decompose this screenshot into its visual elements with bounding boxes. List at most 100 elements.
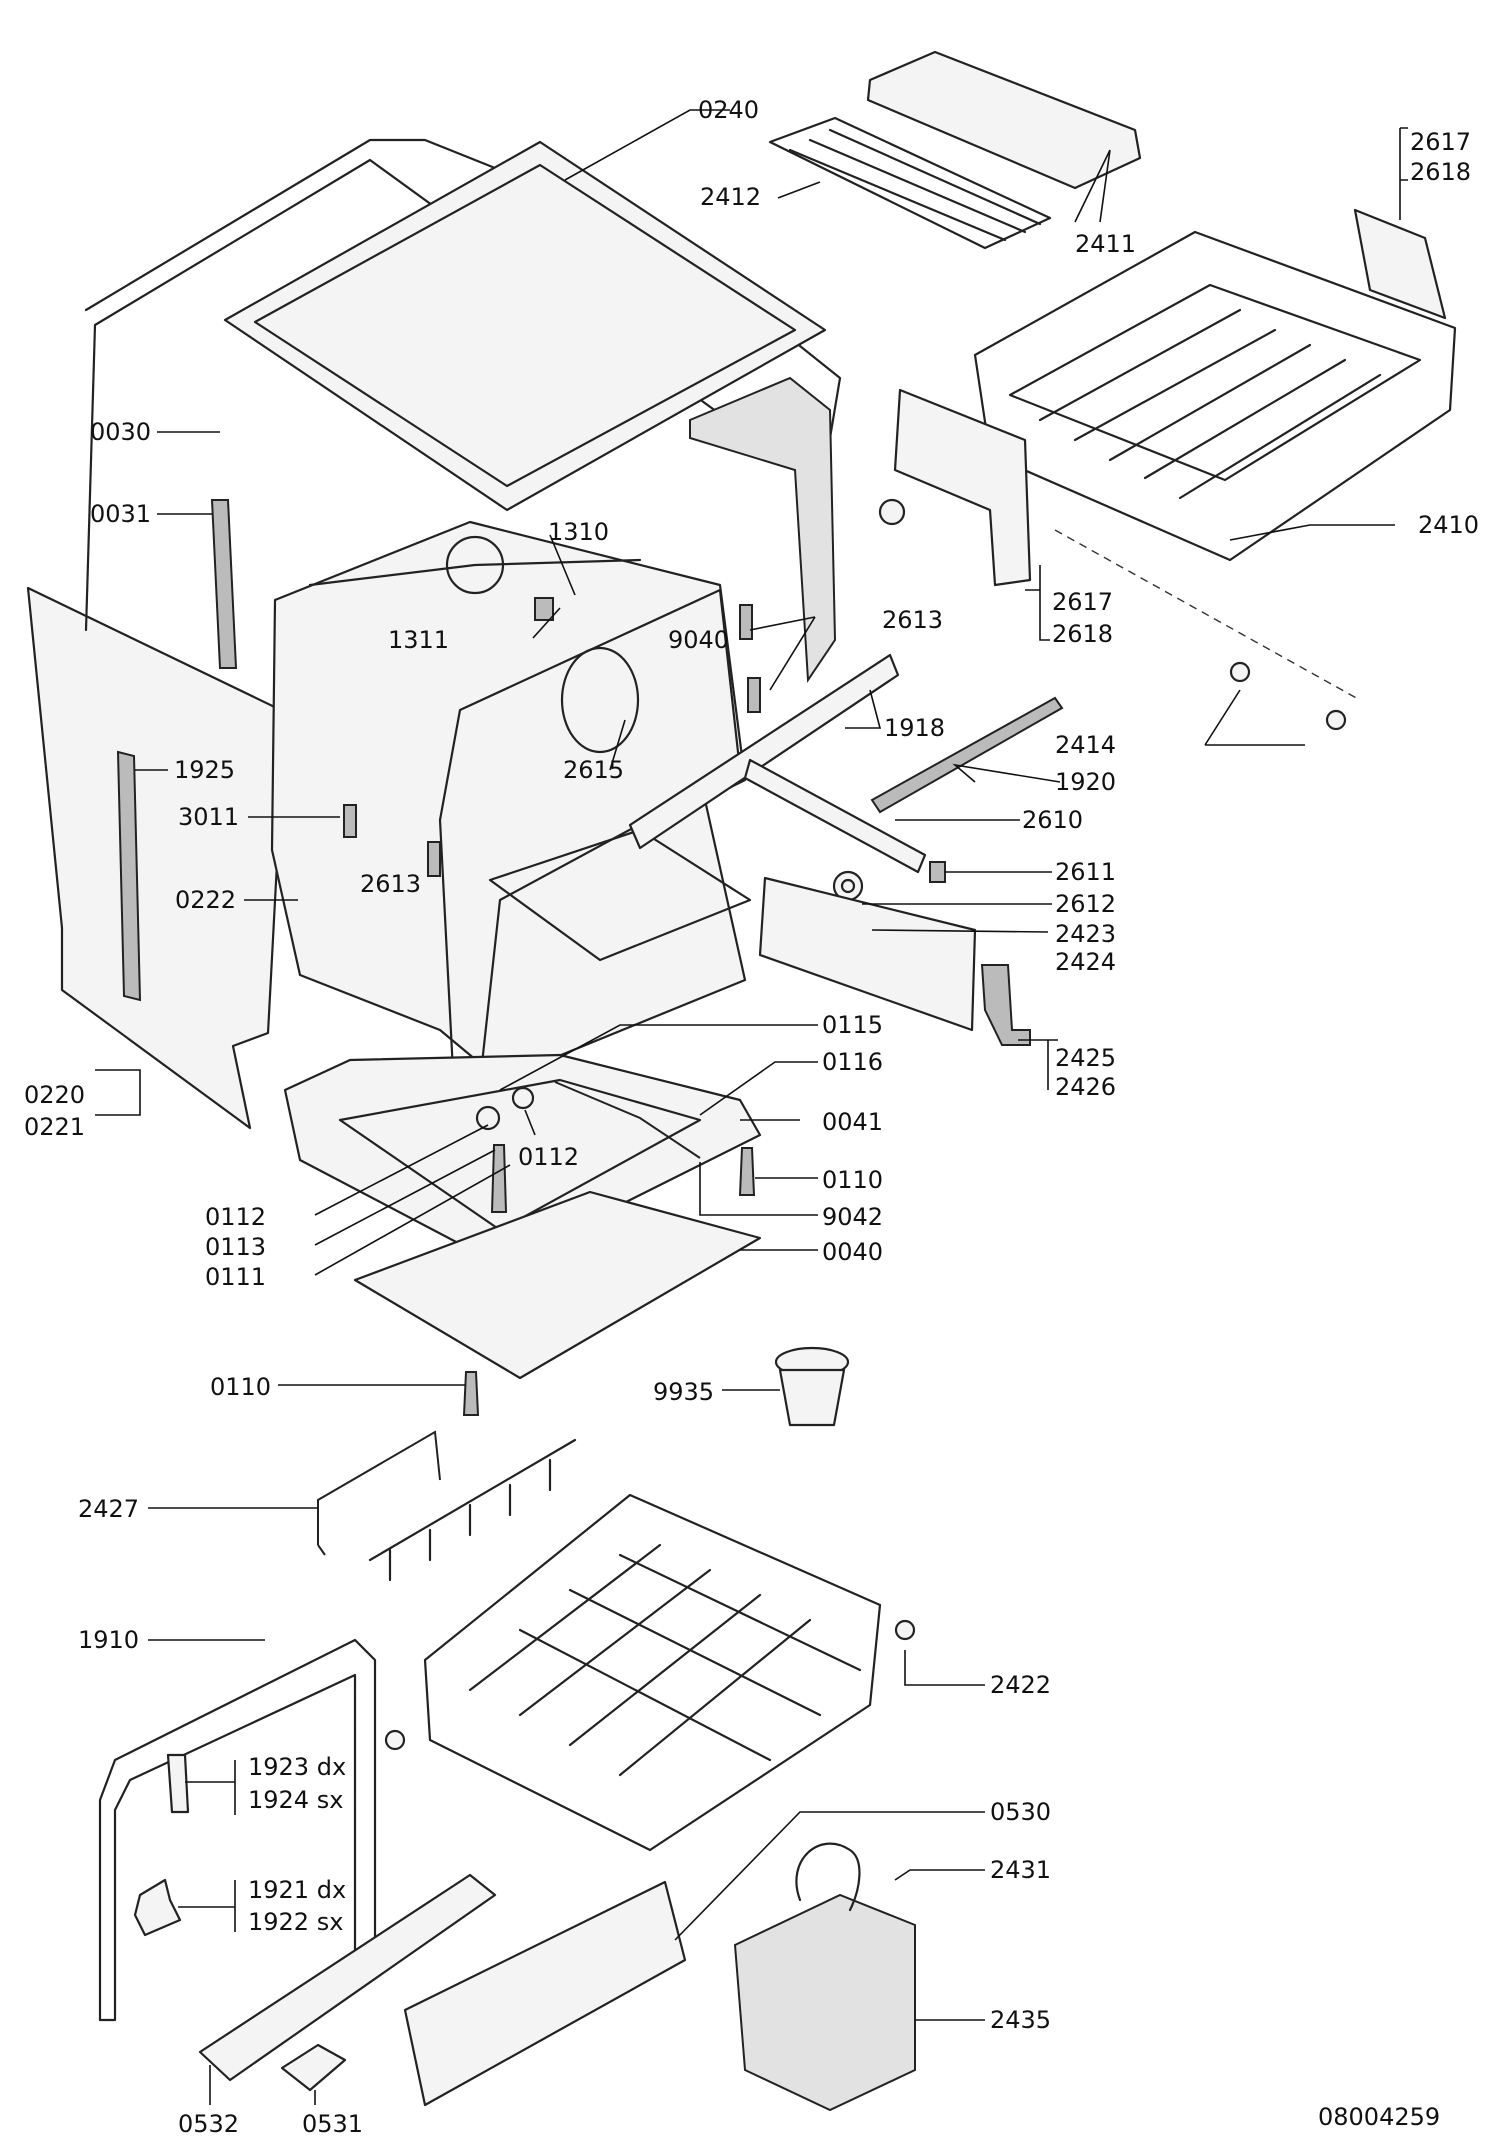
part-2610-rail bbox=[743, 758, 927, 874]
label-2414: 2414 bbox=[1055, 731, 1116, 759]
label-1923-dx: 1923 dx bbox=[248, 1753, 346, 1781]
label-2411: 2411 bbox=[1075, 230, 1136, 258]
label-9040: 9040 bbox=[668, 626, 729, 654]
label-0041: 0041 bbox=[822, 1108, 883, 1136]
label-0115: 0115 bbox=[822, 1011, 883, 1039]
part-0031-vertical-rail bbox=[210, 499, 238, 669]
label-2422: 2422 bbox=[990, 1671, 1051, 1699]
label-1921-dx: 1921 dx bbox=[248, 1876, 346, 1904]
label-1922-sx: 1922 sx bbox=[248, 1908, 343, 1936]
part-2422-basket-grid bbox=[468, 1543, 862, 1777]
label-2426: 2426 bbox=[1055, 1073, 1116, 1101]
part-1921-bracket bbox=[133, 1878, 182, 1937]
part-1918-rail bbox=[628, 653, 900, 850]
label-0110-right: 0110 bbox=[822, 1166, 883, 1194]
part-tub-floor bbox=[488, 828, 752, 962]
label-0110-left: 0110 bbox=[210, 1373, 271, 1401]
label-0530: 0530 bbox=[990, 1798, 1051, 1826]
part-2410-basket-inner bbox=[1008, 283, 1422, 482]
part-0112-nut-b bbox=[511, 1086, 535, 1110]
part-2422-wheel-b bbox=[384, 1729, 406, 1751]
part-0110-foot-b bbox=[462, 1371, 480, 1416]
label-1918: 1918 bbox=[884, 714, 945, 742]
label-0532: 0532 bbox=[178, 2110, 239, 2138]
part-2617-wheel bbox=[878, 498, 906, 526]
part-2611-clip bbox=[929, 861, 946, 883]
part-2617-basket-side-right bbox=[1353, 208, 1447, 320]
label-0030: 0030 bbox=[90, 418, 151, 446]
part-1910-door-seal bbox=[98, 1638, 377, 2022]
part-2414-axis bbox=[1054, 529, 1361, 701]
label-0040: 0040 bbox=[822, 1238, 883, 1266]
label-1910: 1910 bbox=[78, 1626, 139, 1654]
part-0532-rail bbox=[198, 1873, 497, 2082]
label-1310: 1310 bbox=[548, 518, 609, 546]
part-0113-screw bbox=[490, 1144, 508, 1213]
part-0112-nut bbox=[475, 1105, 501, 1131]
label-2412: 2412 bbox=[700, 183, 761, 211]
part-0040-base-plate bbox=[353, 1190, 762, 1380]
part-2435-cutlery-basket bbox=[733, 1893, 916, 2112]
part-2412-tray bbox=[768, 116, 1052, 250]
part-2422-wheel-a bbox=[894, 1619, 916, 1641]
label-2423: 2423 bbox=[1055, 920, 1116, 948]
part-2414-wheel-a bbox=[1229, 661, 1251, 683]
part-9935-salt-funnel-body bbox=[778, 1368, 846, 1427]
part-0240-worktop bbox=[223, 140, 827, 512]
part-1925-panel-strip bbox=[116, 750, 142, 1002]
label-2424: 2424 bbox=[1055, 948, 1116, 976]
drawing-number: 08004259 bbox=[1318, 2103, 1440, 2131]
label-9042: 9042 bbox=[822, 1203, 883, 1231]
part-2617-basket-side-left bbox=[893, 388, 1032, 587]
part-0030-housing-shell bbox=[84, 138, 842, 632]
part-2612-wheel-hub bbox=[840, 878, 856, 894]
label-2617-mid: 2617 bbox=[1052, 588, 1113, 616]
label-2618-mid: 2618 bbox=[1052, 620, 1113, 648]
part-1310-spray-arm bbox=[308, 558, 642, 587]
label-0240: 0240 bbox=[698, 96, 759, 124]
part-0240-worktop-inner bbox=[253, 163, 797, 488]
part-2410-basket-wires bbox=[1038, 308, 1382, 500]
label-0220: 0220 bbox=[24, 1081, 85, 1109]
label-0221: 0221 bbox=[24, 1113, 85, 1141]
part-2613-guide-b bbox=[747, 677, 761, 713]
part-2427-wire-insert bbox=[317, 1430, 441, 1556]
label-2612: 2612 bbox=[1055, 890, 1116, 918]
part-2423-kick-panel bbox=[758, 876, 977, 1032]
label-2610: 2610 bbox=[1022, 806, 1083, 834]
label-0116: 0116 bbox=[822, 1048, 883, 1076]
label-2613-left: 2613 bbox=[360, 870, 421, 898]
label-0112-center: 0112 bbox=[518, 1143, 579, 1171]
label-2613-right: 2613 bbox=[882, 606, 943, 634]
part-1920-strip bbox=[870, 696, 1064, 814]
part-0220-side-panel bbox=[26, 586, 287, 1130]
label-1925: 1925 bbox=[174, 756, 235, 784]
part-insulation-back bbox=[689, 376, 837, 683]
label-0112-left: 0112 bbox=[205, 1203, 266, 1231]
label-2435: 2435 bbox=[990, 2006, 1051, 2034]
label-0031: 0031 bbox=[90, 500, 151, 528]
part-0531-cover bbox=[280, 2043, 347, 2092]
part-2613-guide-a bbox=[739, 604, 753, 640]
part-tub-front-frame bbox=[438, 588, 742, 1112]
label-2427: 2427 bbox=[78, 1495, 139, 1523]
label-1920: 1920 bbox=[1055, 768, 1116, 796]
label-0113: 0113 bbox=[205, 1233, 266, 1261]
part-3011-guide bbox=[343, 804, 357, 838]
label-2410: 2410 bbox=[1418, 511, 1479, 539]
part-2422-lower-basket bbox=[423, 1493, 882, 1852]
label-0222: 0222 bbox=[175, 886, 236, 914]
part-2411-rack bbox=[866, 50, 1142, 190]
part-2431-basket-handle bbox=[795, 1842, 861, 1912]
label-2615: 2615 bbox=[563, 756, 624, 784]
label-3011: 3011 bbox=[178, 803, 239, 831]
part-2613-guide-c bbox=[427, 841, 441, 877]
part-2422-basket-tines bbox=[368, 1438, 577, 1582]
part-2412-tray-bars bbox=[788, 128, 1042, 242]
label-2431: 2431 bbox=[990, 1856, 1051, 1884]
label-2425: 2425 bbox=[1055, 1044, 1116, 1072]
leader-lines bbox=[95, 109, 1408, 2105]
label-0531: 0531 bbox=[302, 2110, 363, 2138]
label-2618-top: 2618 bbox=[1410, 158, 1471, 186]
